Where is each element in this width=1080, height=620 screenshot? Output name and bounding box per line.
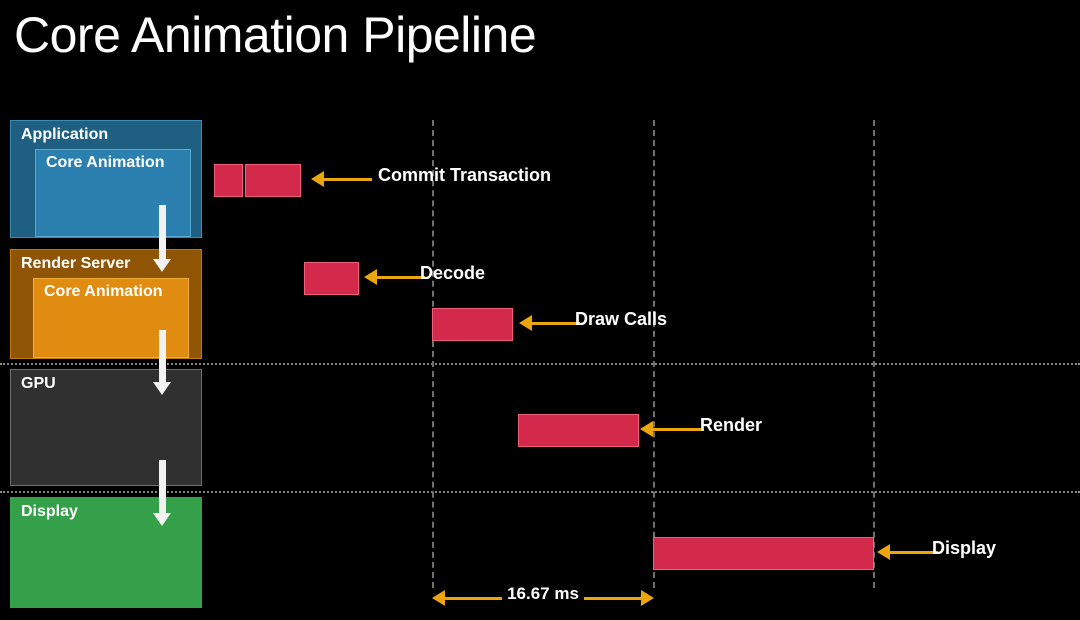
separator-line-display bbox=[0, 491, 1080, 493]
arrowhead-left-icon bbox=[311, 171, 324, 187]
stage-box-render-server: Render Server Core Animation bbox=[10, 249, 202, 359]
callout-label-draw-calls: Draw Calls bbox=[575, 309, 668, 329]
callout-shaft bbox=[888, 551, 938, 554]
arrowhead-right-icon bbox=[641, 590, 654, 606]
callout-label-decode: Decode bbox=[420, 263, 486, 283]
callout-commit-transaction: Commit Transaction bbox=[311, 165, 551, 191]
callout-label-commit-transaction: Commit Transaction bbox=[378, 165, 552, 185]
timeline-bar-commit-transaction-b bbox=[245, 164, 301, 197]
stage-label-gpu: GPU bbox=[21, 375, 56, 392]
callout-label-render: Render bbox=[700, 415, 763, 435]
separator-line-gpu bbox=[0, 363, 1080, 365]
frame-duration-label: 16.67 ms bbox=[507, 584, 579, 603]
timeline-bar-draw-calls bbox=[432, 308, 513, 341]
arrowhead-down-icon bbox=[153, 513, 171, 526]
callout-shaft bbox=[651, 428, 701, 431]
inner-box-application-core-animation: Core Animation bbox=[35, 149, 191, 237]
measure-shaft-right bbox=[584, 597, 642, 600]
stage-label-display: Display bbox=[21, 503, 78, 520]
callout-display: Display bbox=[877, 538, 996, 564]
frame-marker-2 bbox=[653, 120, 655, 588]
timeline-bar-render bbox=[518, 414, 639, 447]
flow-arrow-gpu-to-display-icon bbox=[153, 460, 171, 526]
timeline-bar-decode bbox=[304, 262, 359, 295]
arrowhead-left-icon bbox=[432, 590, 445, 606]
callout-draw-calls: Draw Calls bbox=[519, 309, 667, 335]
arrowhead-left-icon bbox=[877, 544, 890, 560]
stage-label-application: Application bbox=[21, 126, 109, 143]
stage-label-render-server: Render Server bbox=[21, 255, 131, 272]
flow-arrow-render-server-to-gpu-icon bbox=[153, 330, 171, 395]
frame-duration-measure: 16.67 ms bbox=[432, 584, 654, 610]
arrowhead-left-icon bbox=[364, 269, 377, 285]
callout-render: Render bbox=[640, 415, 762, 441]
callout-shaft bbox=[530, 322, 580, 325]
arrowhead-down-icon bbox=[153, 259, 171, 272]
stage-box-gpu: GPU bbox=[10, 369, 202, 486]
arrowhead-left-icon bbox=[640, 421, 653, 437]
callout-shaft bbox=[375, 276, 425, 279]
inner-label-application-core-animation: Core Animation bbox=[46, 154, 165, 171]
stage-box-application: Application Core Animation bbox=[10, 120, 202, 238]
callout-shaft bbox=[322, 178, 372, 181]
inner-box-render-server-core-animation: Core Animation bbox=[33, 278, 189, 358]
measure-shaft-left bbox=[444, 597, 502, 600]
frame-marker-1 bbox=[432, 120, 434, 588]
arrowhead-down-icon bbox=[153, 382, 171, 395]
stage-box-display: Display bbox=[10, 497, 202, 608]
inner-label-render-server-core-animation: Core Animation bbox=[44, 283, 163, 300]
flow-arrow-application-to-render-server-icon bbox=[153, 205, 171, 272]
arrowhead-left-icon bbox=[519, 315, 532, 331]
callout-label-display: Display bbox=[932, 538, 997, 558]
page-title: Core Animation Pipeline bbox=[14, 7, 537, 63]
frame-marker-3 bbox=[873, 120, 875, 588]
callout-decode: Decode bbox=[364, 263, 485, 289]
timeline-bar-commit-transaction-a bbox=[214, 164, 243, 197]
timeline-bar-display bbox=[653, 537, 874, 570]
